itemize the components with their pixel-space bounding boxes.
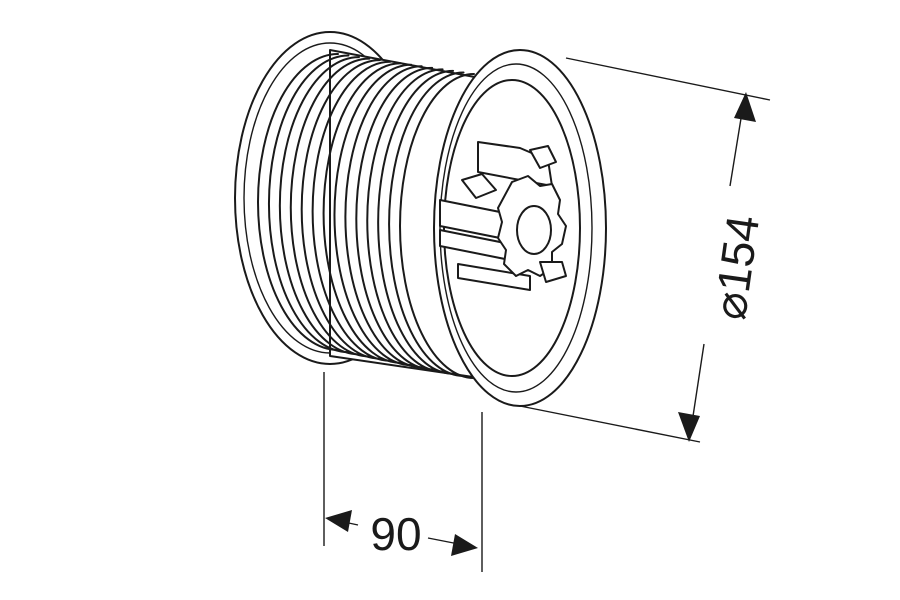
width-arrow-right [451, 534, 478, 556]
cable-grooves [257, 53, 475, 379]
diameter-arrow-top [734, 92, 756, 122]
cable-groove [257, 53, 339, 351]
cable-groove [377, 69, 455, 375]
cable-groove [399, 73, 475, 379]
cable-groove [366, 68, 444, 373]
diameter-label: ⌀154 [703, 212, 769, 323]
diameter-arrow-bottom [678, 412, 700, 442]
cable-groove [344, 65, 423, 369]
diameter-value: 154 [707, 212, 769, 295]
hub-bore [516, 205, 552, 255]
cable-groove [268, 54, 350, 354]
cable-groove [311, 60, 392, 362]
cable-groove [278, 56, 360, 356]
hub-assembly [439, 141, 567, 291]
cable-groove [322, 62, 402, 364]
diameter-dimension: ⌀154 [519, 57, 771, 443]
cable-drum [234, 31, 607, 407]
width-arrow-left [325, 510, 352, 532]
cable-groove [289, 57, 371, 358]
cable-groove [355, 66, 434, 371]
cable-groove [333, 63, 413, 367]
diameter-extension-bottom [519, 405, 701, 443]
diameter-extension-top [565, 57, 771, 101]
width-label: 90 [370, 508, 421, 560]
cable-groove [300, 59, 381, 360]
cable-groove [388, 71, 465, 377]
width-dimension: 90 [323, 372, 483, 572]
